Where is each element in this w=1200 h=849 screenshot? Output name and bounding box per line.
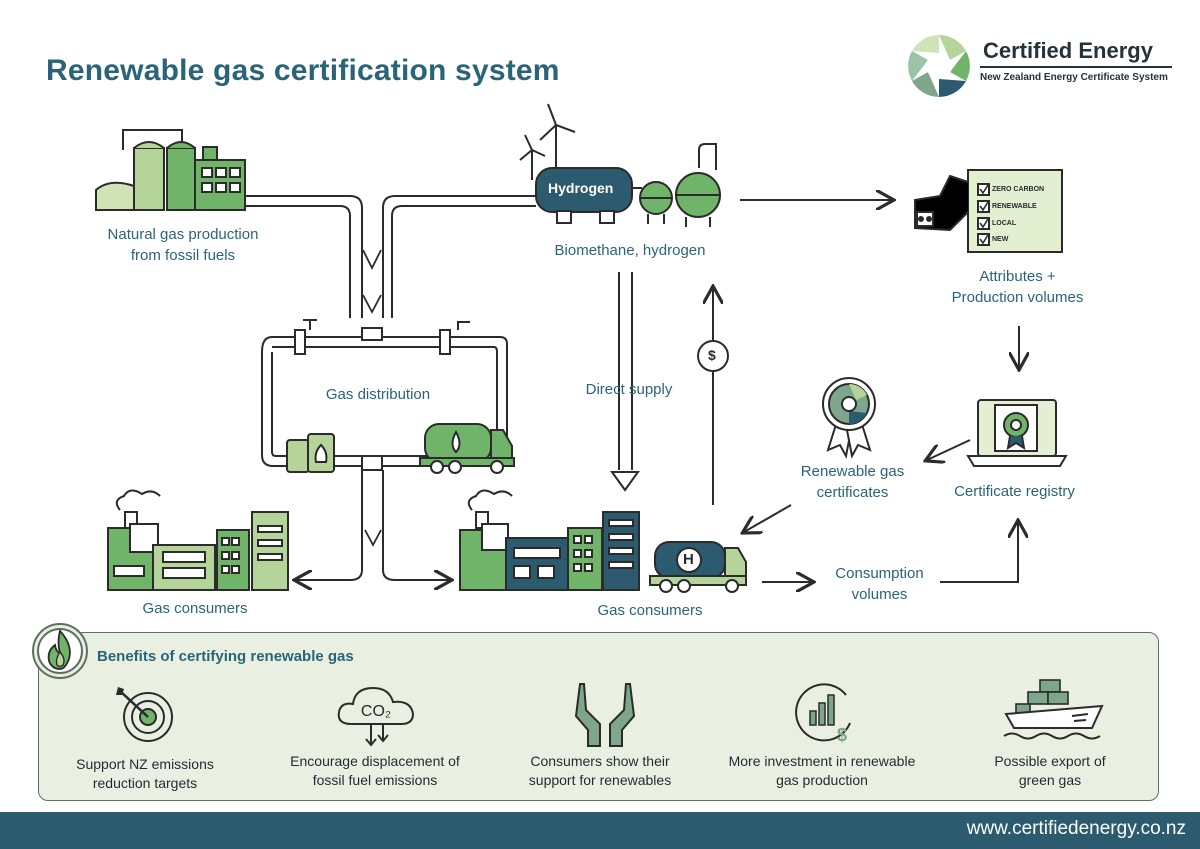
logo-tagline: New Zealand Energy Certificate System	[980, 72, 1168, 83]
hands-icon	[574, 683, 636, 747]
cargo-ship-icon	[1003, 679, 1104, 740]
natural-gas-label: Natural gas production from fossil fuels	[107, 226, 259, 264]
benefit-consumer-support: Consumers show their support for renewab…	[528, 753, 672, 788]
investment-chart-icon: $	[795, 683, 851, 745]
certified-energy-logo-icon	[908, 35, 970, 97]
renewable-certificates-label: Renewable gas certificates	[800, 463, 905, 501]
benefit-emissions-targets: Support NZ emissions reduction targets	[76, 756, 214, 791]
benefit-investment: More investment in renewable gas product…	[728, 753, 916, 788]
gas-consumers-left-label: Gas consumers	[142, 600, 248, 617]
direct-supply-label: Direct supply	[585, 381, 673, 398]
target-icon	[116, 687, 173, 742]
biomethane-label: Biomethane, hydrogen	[554, 242, 706, 259]
logo-name: Certified Energy	[983, 38, 1153, 63]
benefits-title: Benefits of certifying renewable gas	[97, 648, 354, 665]
hydrogen-h-symbol: H	[683, 551, 694, 568]
natural-gas-plant-icon	[95, 129, 246, 211]
hydrogen-truck-icon	[649, 541, 747, 593]
footer-bar	[0, 812, 1200, 849]
gas-distribution-pipe-loop	[261, 319, 508, 471]
right-gas-consumers-icon	[459, 489, 640, 591]
footer-url-link[interactable]: www.certifiedenergy.co.nz	[966, 818, 1186, 839]
attributes-label: Attributes + Production volumes	[951, 268, 1084, 306]
checklist: ZERO CARBON RENEWABLE LOCAL NEW	[992, 184, 1062, 250]
gas-cylinders-icon	[286, 433, 335, 473]
consumption-volumes-label: Consumption volumes	[835, 565, 924, 603]
hydrogen-tank-label: Hydrogen	[548, 180, 614, 196]
left-gas-consumers-icon	[107, 489, 289, 591]
dollar-text: $	[837, 725, 847, 745]
attributes-checklist-icon	[914, 169, 1063, 253]
hydrogen-tank-icon	[535, 167, 633, 213]
checklist-item: RENEWABLE	[992, 203, 1037, 210]
certificate-registry-label: Certificate registry	[954, 483, 1075, 500]
flame-icon	[32, 623, 88, 679]
checklist-item: NEW	[992, 236, 1009, 243]
gas-consumers-right-label: Gas consumers	[597, 602, 703, 619]
tanker-truck-icon	[419, 423, 515, 474]
wind-turbines-icon	[519, 103, 576, 180]
checklist-item: LOCAL	[992, 220, 1017, 227]
page-title: Renewable gas certification system	[46, 54, 560, 87]
dollar-symbol: $	[708, 347, 716, 363]
certificate-registry-laptop-icon	[966, 399, 1068, 467]
logo-divider	[980, 66, 1172, 68]
gas-distribution-label: Gas distribution	[325, 386, 431, 403]
payment-dollar-icon	[697, 340, 729, 372]
checklist-item: ZERO CARBON	[992, 186, 1045, 193]
benefit-export: Possible export of green gas	[994, 753, 1106, 788]
benefits-panel	[38, 632, 1159, 801]
renewable-certificate-badge-icon	[822, 377, 876, 459]
benefit-displacement: Encourage displacement of fossil fuel em…	[290, 753, 460, 788]
co2-cloud-icon: CO₂	[337, 686, 415, 747]
co2-text: CO₂	[361, 703, 391, 720]
